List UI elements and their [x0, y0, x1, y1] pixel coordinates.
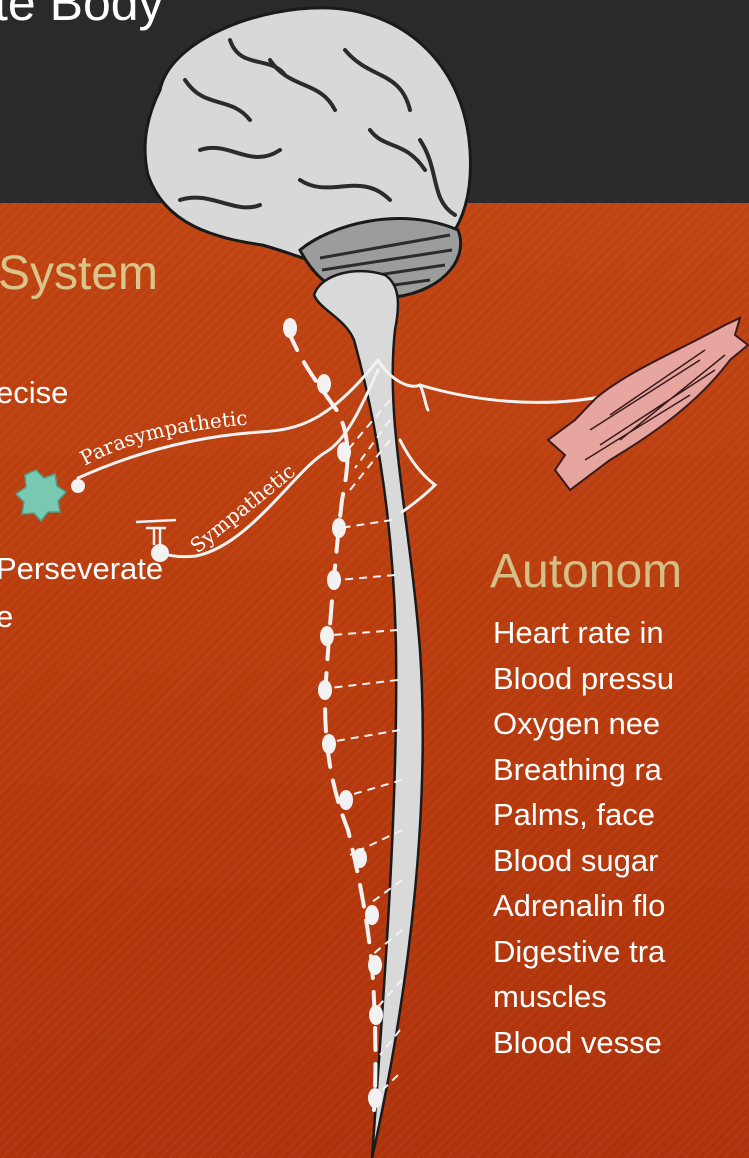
brain-icon	[145, 8, 470, 298]
gland-icon	[16, 470, 66, 521]
parasympathetic-label: Parasympathetic	[76, 406, 248, 471]
muscle-icon	[548, 318, 748, 490]
sympathetic-label: Sympathetic	[185, 459, 299, 558]
blood-vessel-icon	[136, 520, 176, 545]
